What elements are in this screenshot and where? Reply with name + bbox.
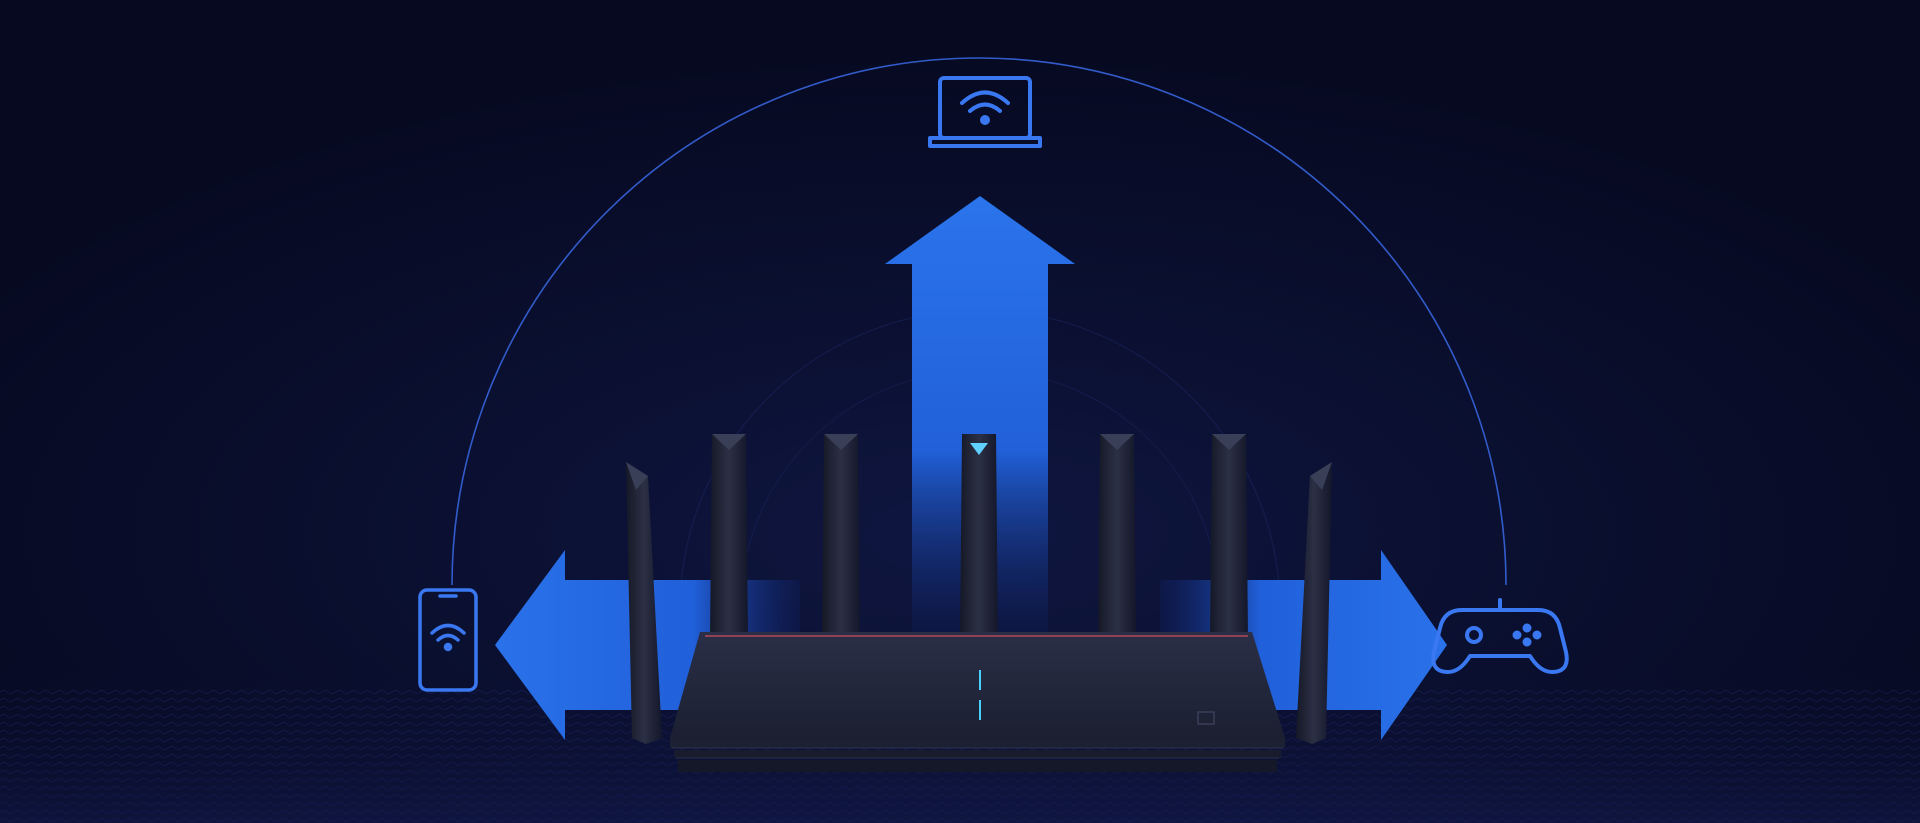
router-body (670, 632, 1285, 772)
mi-logo-icon (1197, 711, 1215, 725)
gamepad-icon (1431, 598, 1569, 674)
laptop-wifi-icon (928, 76, 1042, 148)
antenna-5 (1098, 434, 1136, 640)
coverage-arc (451, 57, 1507, 586)
antenna-7 (1296, 462, 1332, 744)
router-antennas (626, 434, 1332, 744)
phone-wifi-icon (418, 588, 478, 692)
up-arrow (885, 196, 1075, 660)
antenna-2 (710, 434, 748, 640)
antenna-6 (1210, 434, 1248, 640)
antenna-led-icon (970, 443, 988, 455)
antenna-3 (822, 434, 860, 640)
antenna-4 (960, 434, 998, 640)
antenna-1 (626, 462, 662, 744)
